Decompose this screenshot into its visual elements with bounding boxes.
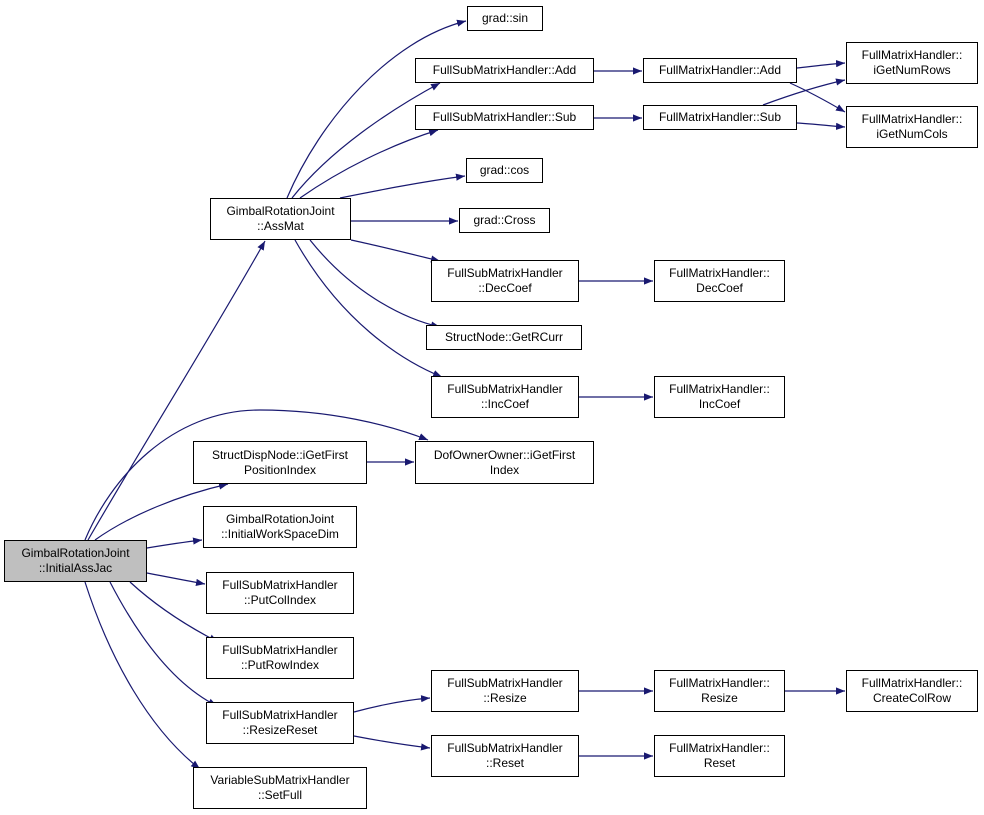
node-fullmatrix-igetnumrows[interactable]: FullMatrixHandler:: iGetNumRows [846,42,978,84]
node-grad-sin[interactable]: grad::sin [467,6,543,31]
node-structdispnode-igetfirstpositionindex[interactable]: StructDispNode::iGetFirst PositionIndex [193,441,367,484]
node-fullsub-reset[interactable]: FullSubMatrixHandler ::Reset [431,735,579,777]
node-gimbal-assmat[interactable]: GimbalRotationJoint ::AssMat [210,198,351,240]
edge-assmat-to-gradcos [339,173,466,199]
edge-fullsub-to-numcols [796,122,846,130]
node-fullmatrix-deccoef[interactable]: FullMatrixHandler:: DecCoef [654,260,785,302]
node-variablesub-setfull[interactable]: VariableSubMatrixHandler ::SetFull [193,767,367,809]
edge-fulladd-to-numrows [796,60,846,69]
node-dofownerowner-igetfirstindex[interactable]: DofOwnerOwner::iGetFirst Index [415,441,594,484]
edge-fullsub-to-numrows [762,78,846,106]
node-fullsub-putcolindex[interactable]: FullSubMatrixHandler ::PutColIndex [206,572,354,614]
edge-assmat-to-subadd [291,82,441,199]
edge-assmat-to-getrcurr [309,239,441,329]
node-fullsub-sub[interactable]: FullSubMatrixHandler::Sub [415,105,594,130]
edge-root-to-resizereset [109,581,218,707]
node-fullmatrix-sub[interactable]: FullMatrixHandler::Sub [643,105,797,130]
edge-assmat-to-subsub [299,129,439,199]
edge-fulladd-to-numcols [789,82,846,113]
edge-assmat-to-subinccoef [294,239,443,378]
node-fullsub-putrowindex[interactable]: FullSubMatrixHandler ::PutRowIndex [206,637,354,679]
edge-root-to-putcol [146,572,206,586]
node-fullsub-deccoef[interactable]: FullSubMatrixHandler ::DecCoef [431,260,579,302]
edge-root-to-dofowner [84,409,429,541]
node-fullmatrix-inccoef[interactable]: FullMatrixHandler:: IncCoef [654,376,785,418]
edge-assmat-to-subdeccoef [350,239,441,263]
node-fullmatrix-add[interactable]: FullMatrixHandler::Add [643,58,797,83]
edge-resizereset-to-subreset [353,735,431,751]
node-gimbal-initialassjac: GimbalRotationJoint ::InitialAssJac [4,540,147,582]
node-grad-cross[interactable]: grad::Cross [459,208,550,233]
node-fullmatrix-reset[interactable]: FullMatrixHandler:: Reset [654,735,785,777]
node-fullsub-resizereset[interactable]: FullSubMatrixHandler ::ResizeReset [206,702,354,744]
node-structnode-getrcurr[interactable]: StructNode::GetRCurr [426,325,582,350]
node-fullsub-inccoef[interactable]: FullSubMatrixHandler ::IncCoef [431,376,579,418]
node-fullmatrix-igetnumcols[interactable]: FullMatrixHandler:: iGetNumCols [846,106,978,148]
node-fullsub-add[interactable]: FullSubMatrixHandler::Add [415,58,594,83]
edge-root-to-assmat [87,240,266,541]
edge-resizereset-to-subresize [353,695,431,713]
edge-root-to-setfull [84,581,201,770]
edge-root-to-putrow [129,581,219,643]
node-fullmatrix-createcolrow[interactable]: FullMatrixHandler:: CreateColRow [846,670,978,712]
node-gimbal-initialworkspacedim[interactable]: GimbalRotationJoint ::InitialWorkSpaceDi… [203,506,357,548]
edge-root-to-dispnode [94,482,229,541]
edge-root-to-workspace [146,537,203,549]
node-grad-cos[interactable]: grad::cos [466,158,543,183]
node-fullsub-resize[interactable]: FullSubMatrixHandler ::Resize [431,670,579,712]
edge-assmat-to-gradsin [286,19,467,199]
node-fullmatrix-resize[interactable]: FullMatrixHandler:: Resize [654,670,785,712]
